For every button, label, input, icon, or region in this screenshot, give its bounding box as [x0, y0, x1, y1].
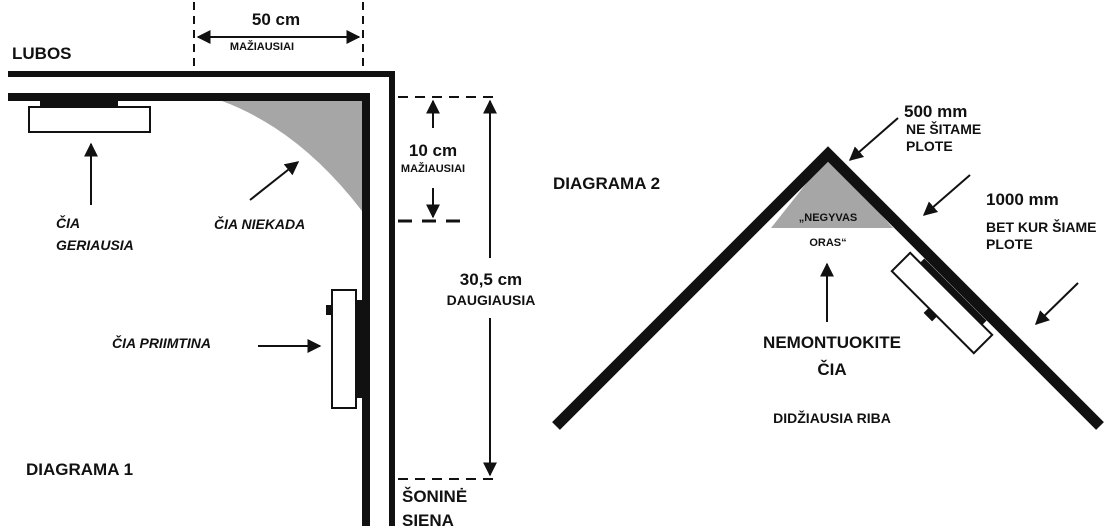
never-spot-arrow [249, 161, 300, 201]
slope-detector [890, 251, 994, 355]
sidewall-label-line2: SIENA [402, 511, 454, 530]
never-spot-label: ČIA NIEKADA [214, 215, 305, 232]
ceiling-label: LUBOS [12, 44, 72, 63]
corner-distance-note: MAŽIAUSIAI [401, 162, 465, 175]
do-not-mount-line1: NEMONTUOKITE [763, 333, 901, 352]
ceiling-detector-body [28, 106, 151, 133]
roof-slope-lines [552, 146, 1104, 430]
ceiling-detector [40, 101, 118, 107]
corner-distance-value: 10 cm [409, 141, 457, 160]
diagram-1: 50 cm MAŽIAUSIAI 10 cm MAŽIAUSIAI 30,5 c… [8, 2, 535, 530]
acceptable-spot-label: ČIA PRIIMTINA [112, 334, 211, 351]
slope-area-arrow [1034, 282, 1079, 325]
wall-detector-button [326, 305, 332, 315]
diagram-2: DIAGRAMA 2 500 mm NE ŠITAME PLOTE 1000 m… [552, 102, 1104, 430]
top-distance-note: MAŽIAUSIAI [230, 40, 294, 53]
sidewall-label-line1: ŠONINĖ [402, 487, 467, 506]
dead-air-label-line1: „NEGYVAS [799, 212, 857, 224]
wall-detector-body [331, 289, 357, 409]
wall-detector-mount [356, 300, 362, 398]
ceiling-inner-line [8, 93, 370, 526]
dead-air-label-line2: ORAS“ [809, 237, 846, 249]
peak-distance-value: 500 mm [904, 102, 967, 121]
best-spot-label-line1: ČIA [56, 214, 80, 231]
diagram-1-title: DIAGRAMA 1 [26, 460, 133, 479]
wall-distance-note: DAUGIAUSIA [447, 292, 536, 308]
top-distance-value: 50 cm [252, 10, 300, 29]
dead-air-zone-corner [222, 101, 362, 211]
slope-distance-line1: BET KUR ŠIAME [986, 218, 1096, 235]
peak-distance-arrow [848, 117, 899, 161]
slope-distance-line2: PLOTE [986, 236, 1033, 252]
best-spot-label-line2: GERIAUSIA [56, 237, 134, 253]
dead-air-zone-peak [771, 156, 893, 228]
do-not-mount-line2: ČIA [817, 360, 846, 379]
wall-distance-value: 30,5 cm [460, 270, 522, 289]
slope-limit-arrow [922, 174, 971, 216]
peak-distance-line2: PLOTE [906, 138, 953, 154]
diagram-2-title: DIAGRAMA 2 [553, 174, 660, 193]
slope-distance-value: 1000 mm [986, 190, 1059, 209]
ceiling-outer-line [8, 71, 395, 526]
max-limit-label: DIDŽIAUSIA RIBA [773, 409, 891, 426]
peak-distance-line1: NE ŠITAME [906, 120, 981, 137]
